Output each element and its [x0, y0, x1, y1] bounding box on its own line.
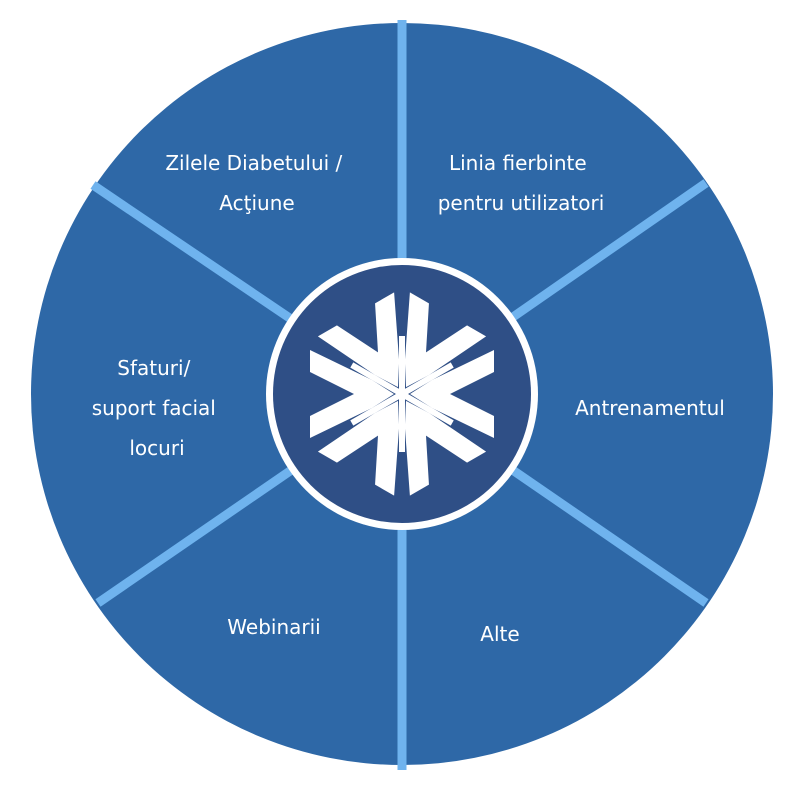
snowflake-arm: [317, 400, 400, 496]
snowflake-arm: [310, 350, 394, 438]
segment-label-linia: Linia fierbinte pentru utilizatori: [438, 151, 605, 215]
segment-label-webinarii: Webinarii: [227, 615, 320, 639]
snowflake-spoke: [400, 362, 454, 397]
snowflake-arm: [410, 350, 494, 438]
snowflake-spoke: [350, 362, 404, 397]
snowflake-arm: [317, 292, 400, 388]
snowflake-arm: [404, 292, 487, 388]
snowflake-spoke: [400, 391, 454, 426]
segment-label-sfaturi: Sfaturi/ suport facial locuri: [92, 356, 222, 460]
snowflake-spoke: [399, 394, 405, 452]
snowflake-spoke: [399, 336, 405, 394]
center-logo: [266, 258, 538, 530]
segment-dividers: [90, 20, 709, 770]
segment-label-zilele: Zilele Diabetului / Acţiune: [165, 151, 348, 215]
snowflake-spoke: [350, 391, 404, 426]
segment-label-alte: Alte: [480, 622, 519, 646]
snowflake-logo-icon: [310, 292, 494, 496]
segment-label-antrenamentul: Antrenamentul: [575, 396, 725, 420]
snowflake-arm: [404, 400, 487, 496]
